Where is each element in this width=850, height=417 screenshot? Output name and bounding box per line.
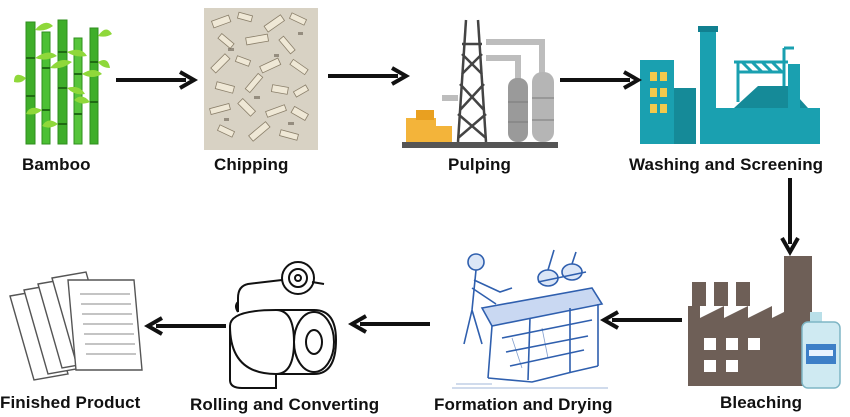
pulping-plant-icon [402, 19, 558, 148]
factory-icon [640, 26, 820, 144]
arrow-formation-to-rolling [348, 314, 430, 334]
arrow-rolling-to-finished [144, 316, 226, 336]
paper-machine-engraving [452, 249, 608, 389]
toilet-paper-roll-icon [229, 261, 338, 389]
step-label-rolling-converting: Rolling and Converting [190, 395, 380, 414]
step-label-formation-drying: Formation and Drying [434, 395, 613, 414]
bleaching-factory-icon [688, 256, 841, 389]
step-label-bleaching: Bleaching [720, 393, 803, 412]
arrow-washing-to-bleaching [780, 178, 800, 256]
arrow-bamboo-to-chipping [116, 70, 198, 90]
step-label-washing-screening: Washing and Screening [629, 155, 824, 174]
arrow-chipping-to-pulping [328, 66, 410, 86]
wood-chips-photo [204, 8, 318, 150]
step-label-finished-product: Finished Product [0, 393, 141, 412]
step-label-pulping: Pulping [448, 155, 512, 174]
arrow-pulping-to-washing [560, 70, 642, 90]
arrow-bleaching-to-formation [600, 310, 682, 330]
step-label-bamboo: Bamboo [22, 155, 91, 174]
bamboo-icon [14, 19, 112, 145]
step-label-chipping: Chipping [214, 155, 289, 174]
paper-sheets-icon [9, 271, 143, 381]
